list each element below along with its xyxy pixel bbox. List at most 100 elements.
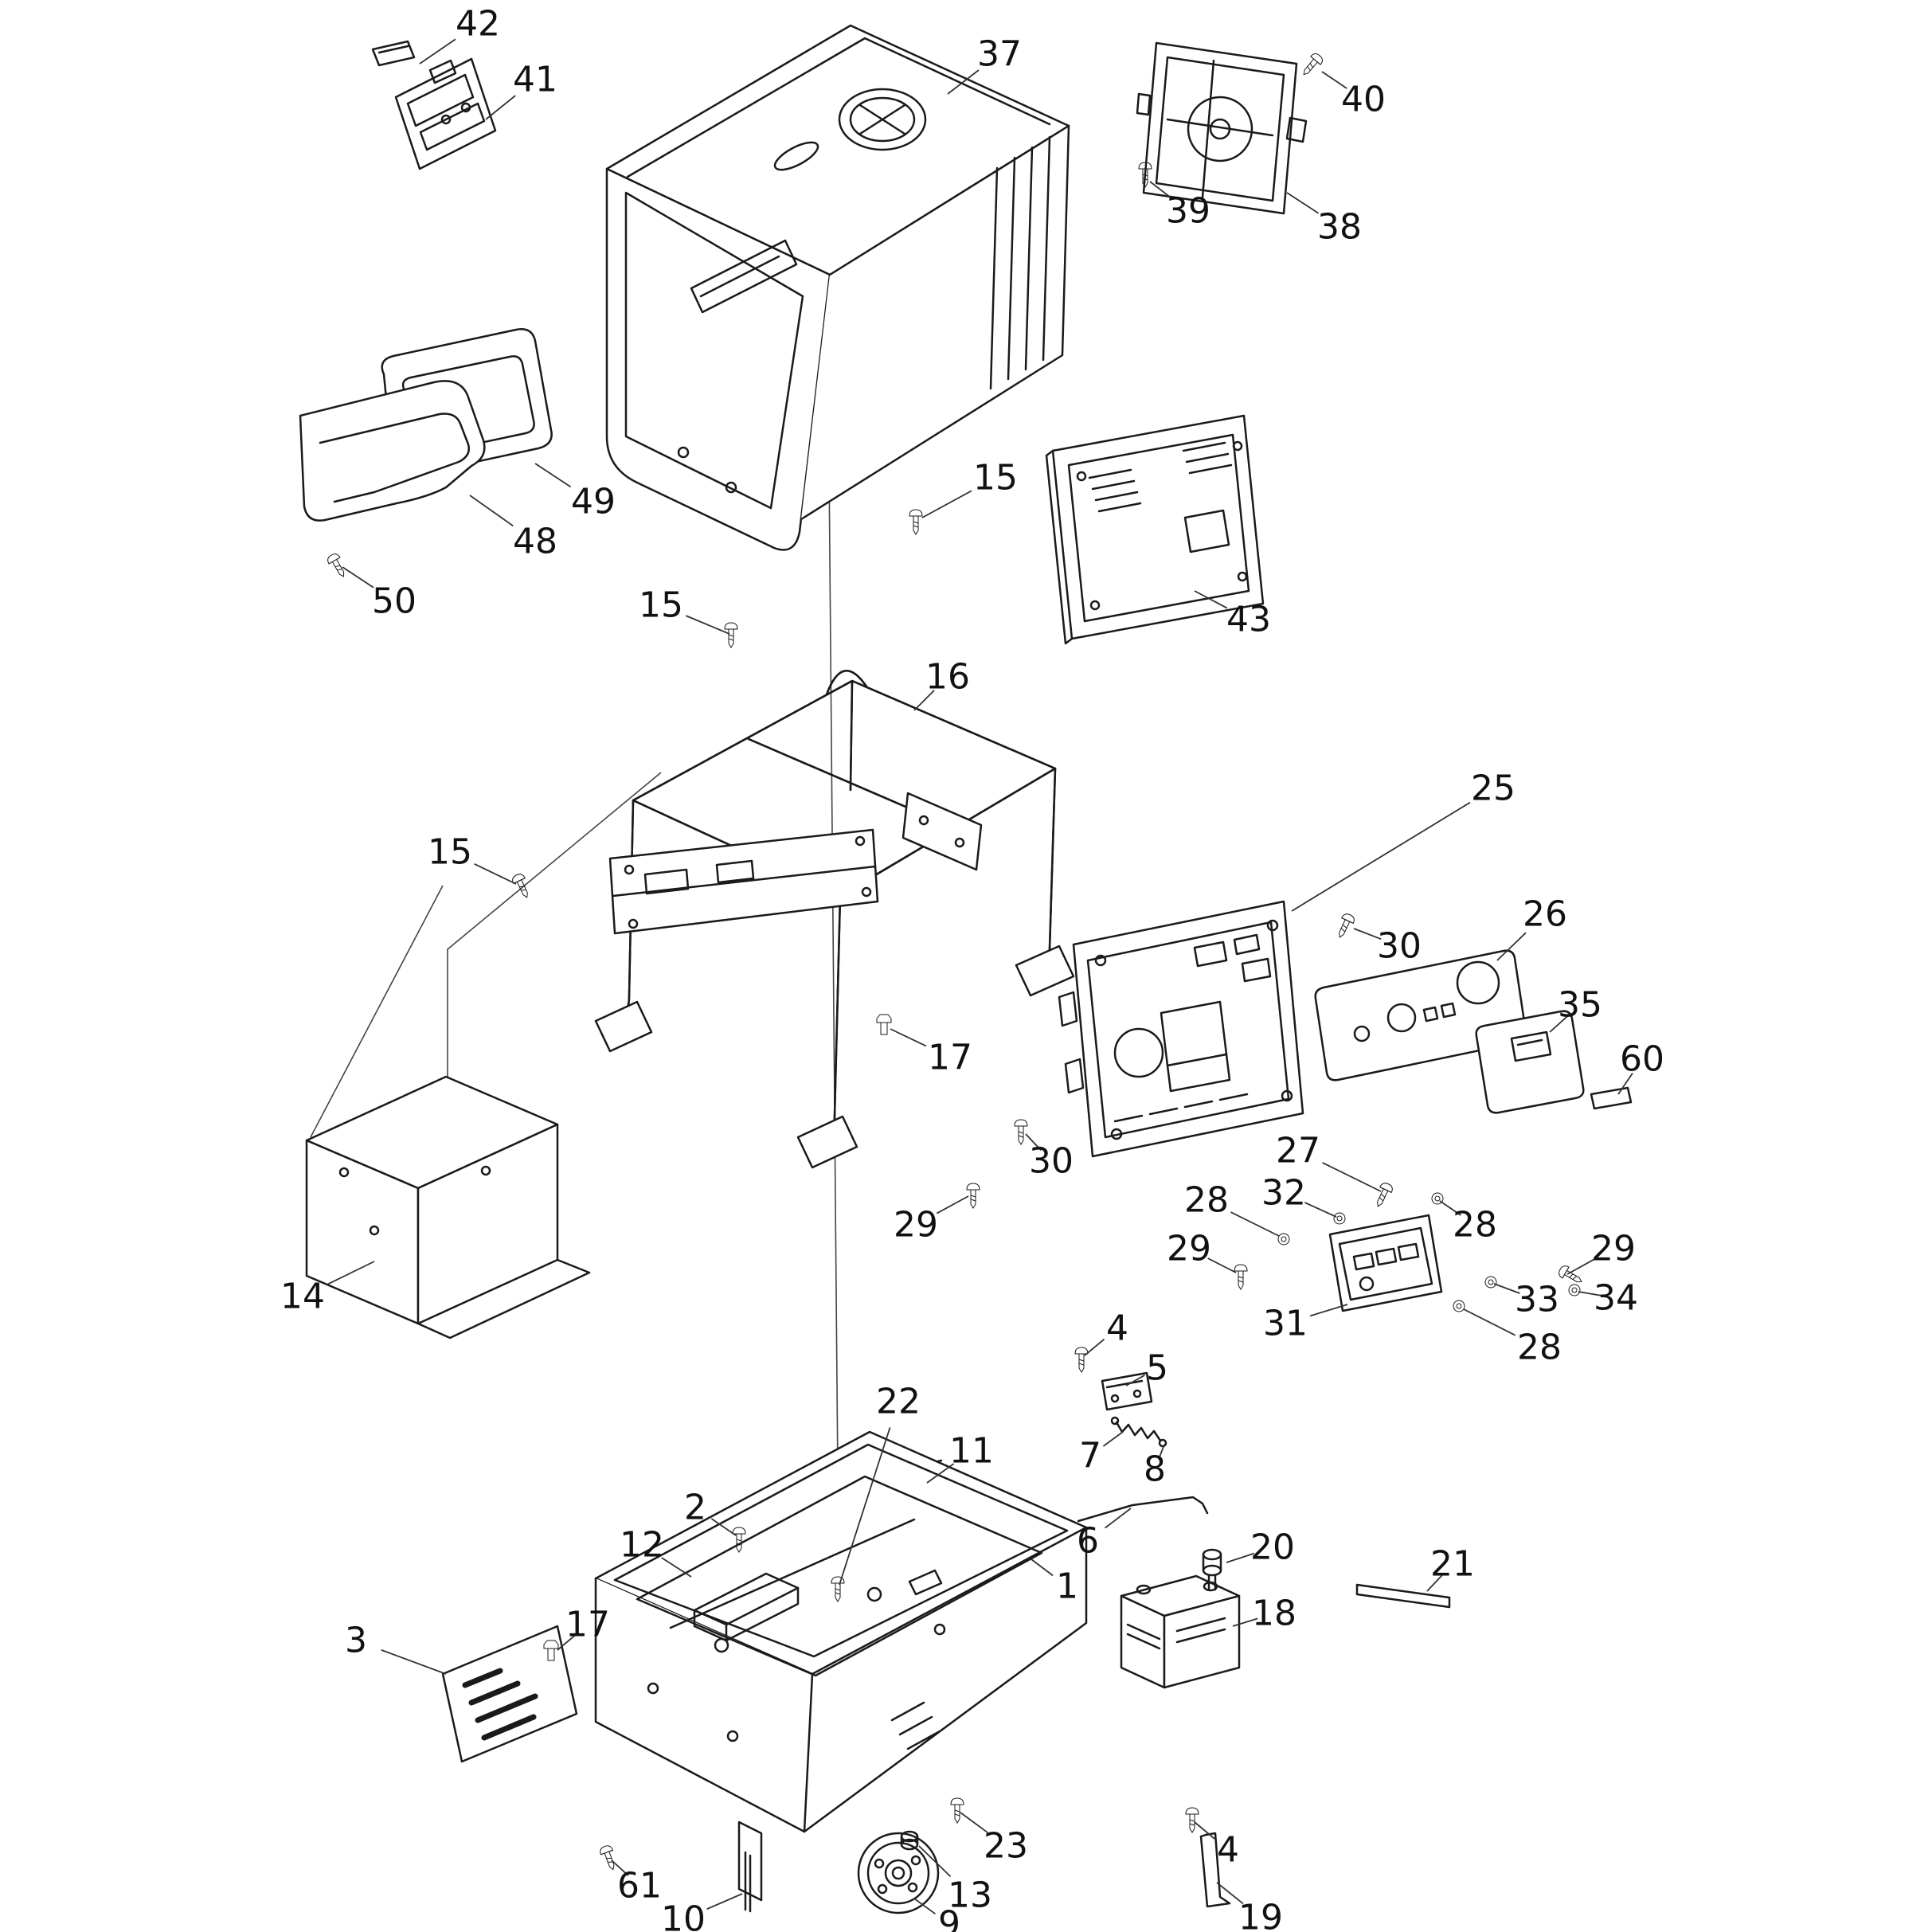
callout-29-27: 29 [1591,1229,1636,1269]
callout-37-2: 37 [977,34,1022,75]
leader-line-30-20 [1025,1133,1042,1152]
callout-33-29: 33 [1515,1280,1559,1320]
callout-30-16: 30 [1377,926,1422,967]
callout-27-22: 27 [1276,1131,1320,1171]
part-muffler-cover-14 [305,1075,591,1339]
callout-5-34: 5 [1146,1348,1168,1389]
part-bracket-5 [1101,1371,1153,1411]
leader-line-30-16 [1353,928,1382,941]
leader-line-12-41 [661,1557,692,1578]
leader-lines [327,38,1633,1914]
leader-line-13-51 [918,1845,952,1877]
leader-line-37-2 [947,69,980,95]
leader-line-19-53 [1216,1882,1244,1905]
part-spring-7 [1110,1416,1167,1448]
part-side-panel-43 [1045,414,1265,645]
callout-25-14: 25 [1471,768,1515,809]
leader-line-40-3 [1321,71,1347,89]
screw-icon [950,1797,964,1824]
callout-41-1: 41 [513,60,557,100]
leader-line-8-38 [1157,1444,1165,1460]
callout-30-20: 30 [1029,1141,1074,1182]
leader-line-17-46 [557,1634,577,1651]
callout-49-8: 49 [571,482,616,522]
callout-31-30: 31 [1263,1304,1308,1344]
part-access-door-35 [1475,1010,1585,1114]
callout-34-28: 34 [1594,1278,1638,1319]
part-air-filter-door-38 [1136,41,1308,215]
callout-43-7: 43 [1226,600,1271,640]
leader-line-42-0 [419,38,456,65]
leader-line-4-33 [1084,1338,1105,1356]
leader-line-26-15 [1496,932,1527,961]
leader-line-32-23 [1304,1202,1337,1218]
leader-line-29-27 [1566,1258,1596,1275]
leader-line-27-22 [1322,1162,1382,1192]
part-clip-42 [371,40,416,67]
leader-line-21-43 [1426,1574,1443,1592]
leader-line-9-54 [913,1898,936,1914]
callout-40-3: 40 [1341,80,1386,120]
leader-line-38-5 [1286,192,1320,214]
leader-line-6-40 [1105,1508,1132,1529]
leader-line-33-29 [1493,1283,1520,1294]
screw-icon [325,551,350,581]
callout-29-21: 29 [894,1205,938,1246]
callout-20-42: 20 [1250,1527,1295,1568]
callout-13-51: 13 [948,1875,992,1916]
part-holddown-strip-21 [1355,1583,1451,1609]
part-bracket-plate-41 [394,57,497,170]
callout-2-39: 2 [684,1488,706,1528]
callout-11-36: 11 [949,1431,994,1472]
callout-4-49: 4 [1217,1830,1239,1871]
callout-16-12: 16 [925,657,970,698]
leader-line-35-17 [1549,1015,1569,1033]
callout-14-32: 14 [280,1277,325,1317]
callout-18-45: 18 [1252,1594,1296,1634]
leader-line-50-10 [342,566,374,589]
part-battery-bolt-20 [1202,1548,1222,1591]
part-control-panel-25 [1058,900,1304,1158]
leader-line-3-47 [381,1649,447,1675]
callout-50-10: 50 [372,581,417,622]
leader-line-29-21 [936,1195,969,1214]
leader-line-14-32 [327,1261,375,1285]
screw-icon [1333,911,1357,941]
callout-48-9: 48 [513,522,557,562]
leader-line-20-42 [1226,1552,1255,1563]
callout-22-35: 22 [876,1382,921,1422]
callout-1-44: 1 [1056,1566,1078,1607]
leader-line-17-19 [890,1028,927,1047]
part-battery-18 [1120,1574,1241,1689]
callout-23-48: 23 [984,1826,1028,1867]
part-outlet-panel-31 [1328,1214,1443,1312]
callout-10-52: 10 [661,1899,706,1932]
bolt-icon [876,1014,892,1035]
callout-26-15: 26 [1523,894,1567,935]
leader-line-15-6 [921,490,972,518]
leader-line-41-1 [485,95,516,120]
leader-line-28-24 [1439,1200,1461,1216]
leader-line-29-26 [1207,1257,1237,1273]
washer-icon [1453,1300,1465,1312]
callout-21-43: 21 [1430,1544,1475,1585]
part-side-decal-3 [441,1625,578,1763]
part-bracket-19 [1199,1832,1231,1908]
callout-39-4: 39 [1166,191,1210,232]
callout-4-33: 4 [1106,1308,1128,1349]
callout-15-13: 15 [428,832,472,873]
callout-28-31: 28 [1517,1328,1562,1368]
callout-42-0: 42 [456,4,500,45]
screw-icon [724,622,738,648]
part-frame-16 [594,670,1075,1169]
part-rod-6 [1077,1496,1209,1523]
callout-6-40: 6 [1077,1521,1099,1562]
leader-line-43-7 [1194,590,1228,609]
leader-line-18-45 [1232,1617,1258,1627]
washer-icon [1568,1284,1581,1296]
callout-61-50: 61 [617,1866,662,1907]
leader-line-48-9 [469,495,514,527]
